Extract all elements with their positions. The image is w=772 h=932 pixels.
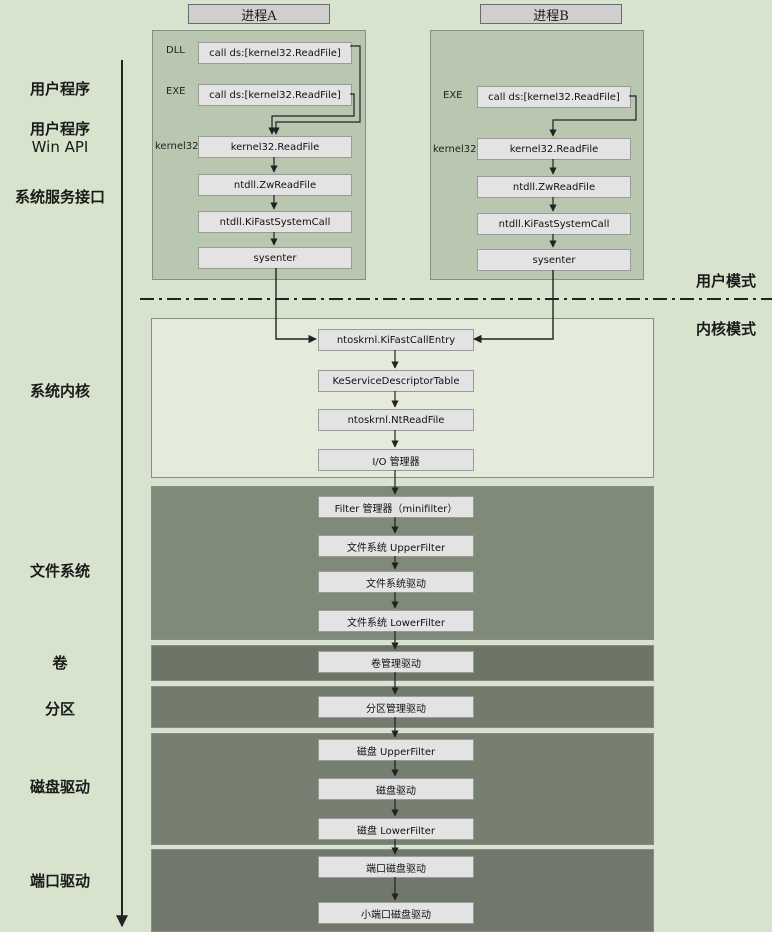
- box-a-call-exe: call ds:[kernel32.ReadFile]: [198, 84, 352, 106]
- layer-user-program-api-line2: Win API: [31, 138, 89, 156]
- box-fs-lower-filter: 文件系统 LowerFilter: [318, 610, 474, 632]
- arrow-b-exe-to-readfile: [549, 95, 637, 137]
- box-disk-lower-filter: 磁盘 LowerFilter: [318, 818, 474, 840]
- box-port-disk-driver: 端口磁盘驱动: [318, 856, 474, 878]
- layer-system-kernel: 系统内核: [29, 382, 90, 400]
- tag-exe-a: EXE: [166, 86, 186, 97]
- layer-volume: 卷: [52, 654, 68, 672]
- box-a-ki-fast-system-call: ntdll.KiFastSystemCall: [198, 211, 352, 233]
- process-a-title: 进程A: [188, 4, 330, 24]
- box-a-sysenter: sysenter: [198, 247, 352, 269]
- arrow-a-exe-to-readfile: [268, 93, 355, 135]
- layer-system-service: 系统服务接口: [14, 188, 105, 206]
- box-disk-upper-filter: 磁盘 UpperFilter: [318, 739, 474, 761]
- box-volume-manager: 卷管理驱动: [318, 651, 474, 673]
- layer-partition: 分区: [44, 700, 75, 718]
- box-b-read-file: kernel32.ReadFile: [477, 138, 631, 160]
- user-mode-label: 用户模式: [695, 272, 756, 290]
- box-filter-manager: Filter 管理器（minifilter）: [318, 496, 474, 518]
- process-b-title: 进程B: [480, 4, 622, 24]
- box-a-call-dll: call ds:[kernel32.ReadFile]: [198, 42, 352, 64]
- layer-file-system: 文件系统: [29, 562, 90, 580]
- box-nt-read-file: ntoskrnl.NtReadFile: [318, 409, 474, 431]
- layer-user-program-api: 用户程序 Win API: [0, 120, 120, 156]
- box-ke-service-descriptor-table: KeServiceDescriptorTable: [318, 370, 474, 392]
- layer-user-program: 用户程序: [29, 80, 90, 98]
- layer-user-program-api-line1: 用户程序: [29, 120, 90, 138]
- box-a-zw-read-file: ntdll.ZwReadFile: [198, 174, 352, 196]
- box-b-zw-read-file: ntdll.ZwReadFile: [477, 176, 631, 198]
- tag-exe-b: EXE: [443, 90, 463, 101]
- layer-disk-driver: 磁盘驱动: [29, 778, 90, 796]
- arrow-a-sysenter-to-kernel: [275, 268, 317, 344]
- box-partition-manager: 分区管理驱动: [318, 696, 474, 718]
- box-miniport-disk-driver: 小端口磁盘驱动: [318, 902, 474, 924]
- tag-kernel32-a: kernel32: [155, 141, 199, 152]
- arrow-a-dll-to-readfile: [272, 45, 361, 135]
- box-fs-driver: 文件系统驱动: [318, 571, 474, 593]
- box-io-manager: I/O 管理器: [318, 449, 474, 471]
- box-a-read-file: kernel32.ReadFile: [198, 136, 352, 158]
- arrow-b-sysenter-to-kernel: [473, 270, 554, 344]
- box-b-ki-fast-system-call: ntdll.KiFastSystemCall: [477, 213, 631, 235]
- kernel-mode-label: 内核模式: [695, 320, 756, 338]
- tag-kernel32-b: kernel32: [433, 144, 477, 155]
- box-b-sysenter: sysenter: [477, 249, 631, 271]
- box-b-call-exe: call ds:[kernel32.ReadFile]: [477, 86, 631, 108]
- layer-port-driver: 端口驱动: [29, 872, 90, 890]
- tag-dll: DLL: [166, 45, 185, 56]
- box-disk-driver: 磁盘驱动: [318, 778, 474, 800]
- box-fs-upper-filter: 文件系统 UpperFilter: [318, 535, 474, 557]
